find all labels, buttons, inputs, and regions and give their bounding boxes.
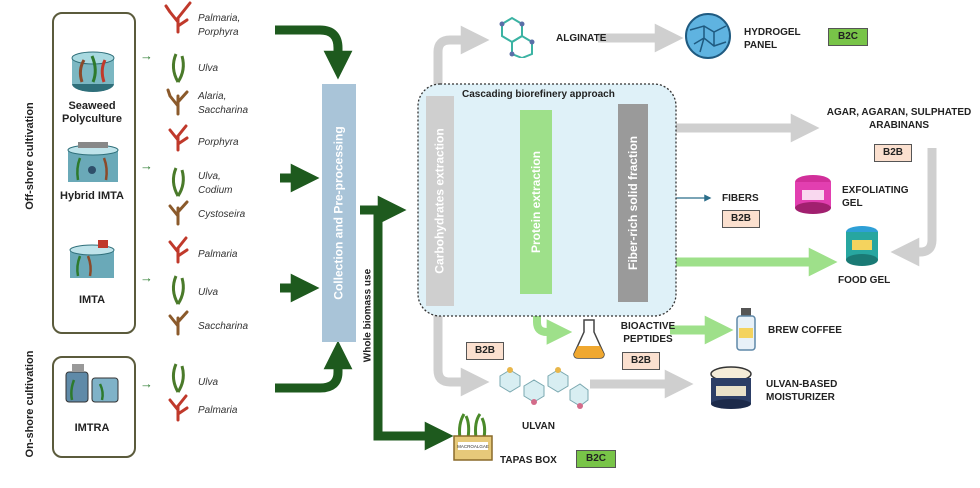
species-g1-1: Palmaria, Porphyra: [198, 13, 241, 38]
hydrogel-panel-icon: [685, 13, 731, 59]
alginate-molecule-icon: [499, 16, 535, 58]
species-g1-3: Alaria, Saccharina: [198, 91, 249, 116]
fiber-label: Fiber-rich solid fraction: [626, 135, 641, 271]
arrow-small-1: →: [140, 48, 153, 63]
arrow-g1: [275, 25, 353, 80]
arrow-peptides: [533, 292, 573, 345]
ulvan-b2b-badge: B2B: [466, 342, 504, 360]
tapas-box-icon: MACROALGAE: [453, 413, 493, 461]
species-g2-3: Cystoseira: [198, 209, 246, 220]
offshore-label: Off-shore cultivation: [24, 102, 36, 210]
arrow-g4: [275, 340, 353, 393]
species-g1-2: Ulva: [198, 63, 219, 74]
seaweed-polyculture-icon: [71, 51, 115, 92]
fiber-bar: Fiber-rich solid fraction: [618, 104, 648, 302]
seaweed-polyculture-label: Seaweed Polyculture: [62, 100, 122, 125]
species-g2-2: Ulva, Codium: [198, 171, 233, 196]
hybrid-imta-label: Hybrid IMTA: [60, 190, 124, 202]
arrow-agar-foodgel: [890, 148, 937, 267]
species-g4-1: Ulva: [198, 377, 219, 388]
imtra-icon: [65, 364, 119, 403]
exfoliating-gel-jar-icon: [795, 175, 831, 214]
arrow-ulvan: [433, 300, 490, 397]
whole-biomass-label: Whole biomass use: [362, 268, 374, 363]
ulvan-molecule-icon: [499, 367, 589, 409]
species-g2-1: Porphyra: [198, 137, 239, 148]
arrow-foodgel: [655, 247, 838, 300]
protein-bar: Protein extraction: [520, 110, 552, 294]
food-gel-jar-icon: [846, 226, 878, 266]
arrow-small-2: →: [140, 158, 153, 173]
tapas-label: TAPAS BOX: [500, 455, 557, 466]
moisturizer-label: ULVAN-BASED MOISTURIZER: [766, 379, 838, 403]
agar-b2b-badge: B2B: [874, 144, 912, 162]
carbo-label: Carbohydrates extraction: [433, 128, 448, 274]
hybrid-imta-icon: [67, 142, 119, 182]
hydrogel-b2c-badge: B2C: [828, 28, 868, 46]
arrow-small-3: →: [140, 270, 153, 285]
imta-icon: [69, 240, 115, 278]
fibers-b2b-badge: B2B: [722, 210, 760, 228]
fibers-label: FIBERS: [722, 193, 759, 204]
cascading-title: Cascading biorefinery approach: [462, 89, 615, 100]
ulvan-label: ULVAN: [522, 421, 555, 432]
arrow-alginate: [433, 25, 490, 90]
species-g4-2: Palmaria: [198, 405, 238, 416]
green-seaweed-icon: [171, 53, 185, 83]
alginate-label: ALGINATE: [556, 33, 607, 44]
protein-label: Protein extraction: [529, 150, 543, 254]
collection-bar: Collection and Pre-processing: [322, 84, 356, 342]
collection-label: Collection and Pre-processing: [332, 126, 346, 300]
onshore-label: On-shore cultivation: [24, 350, 36, 458]
flask-icon: [573, 319, 605, 359]
brew-coffee-label: BREW COFFEE: [768, 325, 842, 336]
brown-seaweed-icon: [166, 88, 189, 116]
arrow-whole-biomass: [360, 205, 454, 451]
tapas-box-tag: MACROALGAE: [457, 444, 489, 449]
species-icons: [164, 1, 192, 422]
species-g3-2: Ulva: [198, 287, 219, 298]
species-g3-3: Saccharina: [198, 321, 249, 332]
imtra-label: IMTRA: [74, 422, 110, 434]
species-g3-1: Palmaria: [198, 249, 238, 260]
bioactive-b2b-badge: B2B: [622, 352, 660, 370]
brew-coffee-bottle-icon: [736, 308, 756, 351]
bioactive-label: BIOACTIVE PEPTIDES: [620, 321, 676, 345]
imta-label: IMTA: [78, 294, 106, 306]
food-gel-label: FOOD GEL: [838, 275, 891, 286]
carbo-bar: Carbohydrates extraction: [426, 96, 454, 306]
hydrogel-label: HYDROGEL PANEL: [744, 27, 801, 51]
exfoliating-label: EXFOLIATING GEL: [842, 185, 909, 209]
agar-label: AGAR, AGARAN, SULPHATED ARABINANS: [826, 107, 972, 131]
red-seaweed-icon: [164, 1, 192, 34]
moisturizer-jar-icon: [710, 366, 752, 409]
arrow-small-4: →: [140, 376, 153, 391]
tapas-b2c-badge: B2C: [576, 450, 616, 468]
